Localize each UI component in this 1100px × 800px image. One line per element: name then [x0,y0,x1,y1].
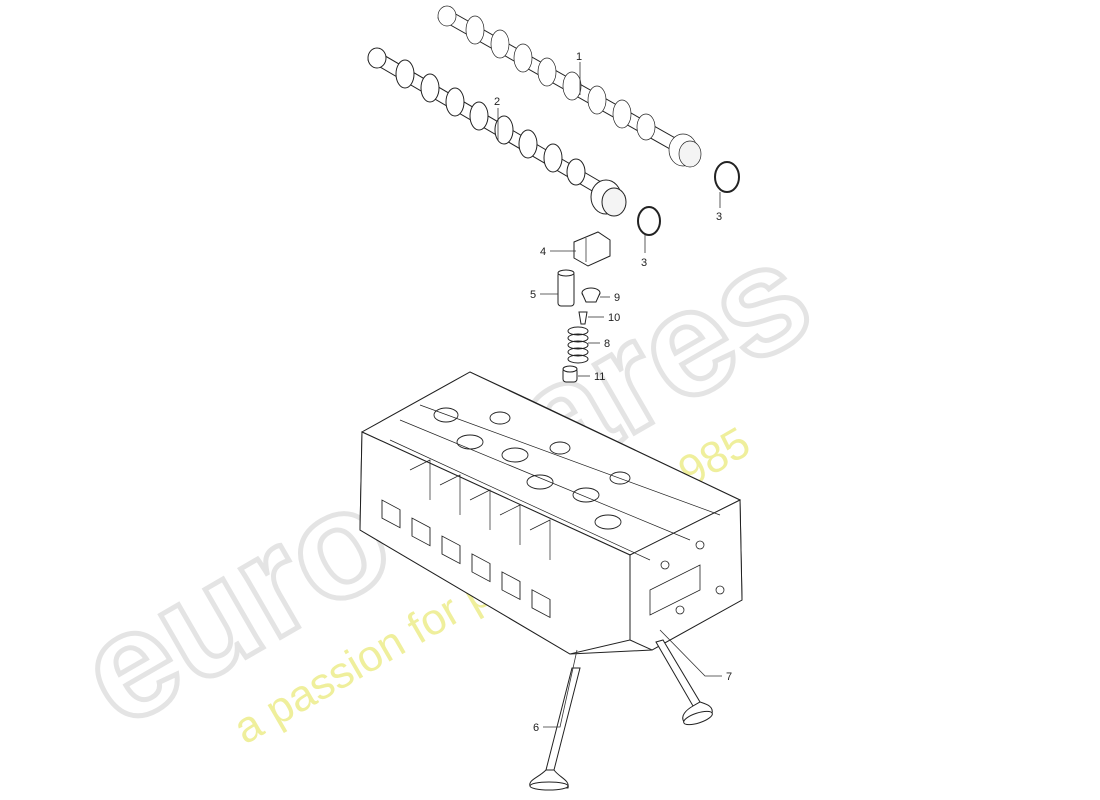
callout-1[interactable]: 1 [576,51,582,95]
callout-number: 6 [533,722,539,734]
callout-5[interactable]: 5 [530,289,558,301]
rocker-arm-icon [573,231,611,267]
spring-retainer-icon [581,287,601,303]
callout-4[interactable]: 4 [540,246,576,258]
valve-inlet[interactable] [529,667,581,791]
camshaft-icon [437,5,702,168]
callout-9[interactable]: 9 [600,292,620,304]
callouts: 1 2 3 3 4 5 6 7 [494,51,732,734]
callout-8[interactable]: 8 [588,338,610,350]
callout-number: 3 [641,257,647,269]
o-ring-icon [637,206,661,236]
rocker-arm[interactable] [573,231,611,267]
callout-6[interactable]: 6 [533,649,578,734]
valve-collet-icon [578,311,588,325]
callout-number: 11 [594,371,605,383]
callout-3-upper[interactable]: 3 [716,192,722,223]
o-ring-icon [714,161,740,193]
valve-icon [655,639,713,726]
callout-number: 5 [530,289,536,301]
valve-spring[interactable] [567,326,589,364]
callout-number: 2 [494,96,500,108]
callout-3-lower[interactable]: 3 [641,235,647,269]
callout-number: 9 [614,292,620,304]
cylinder-head[interactable] [359,371,743,655]
callout-7[interactable]: 7 [659,629,732,683]
callout-number: 1 [576,51,582,63]
valve-collet[interactable] [578,311,588,325]
callout-10[interactable]: 10 [588,312,620,324]
valve-stem-seal[interactable] [562,365,578,383]
o-ring-lower[interactable] [637,206,661,236]
callout-number: 3 [716,211,722,223]
callout-number: 10 [608,312,620,324]
hydraulic-lifter-icon [557,269,575,307]
hydraulic-lifter[interactable] [557,269,575,307]
spring-retainer[interactable] [581,287,601,303]
callout-number: 7 [726,671,732,683]
callout-number: 8 [604,338,610,350]
callout-11[interactable]: 11 [578,371,605,383]
valve-stem-seal-icon [562,365,578,383]
callout-number: 4 [540,246,546,258]
camshaft-2[interactable] [367,47,627,217]
callout-2[interactable]: 2 [494,96,500,140]
o-ring-upper[interactable] [714,161,740,193]
valve-spring-icon [567,326,589,364]
cylinder-head-icon [359,371,743,655]
valve-icon [529,667,581,791]
camshaft-icon [367,47,627,217]
camshaft-1[interactable] [437,5,702,168]
valve-exhaust[interactable] [655,639,714,727]
